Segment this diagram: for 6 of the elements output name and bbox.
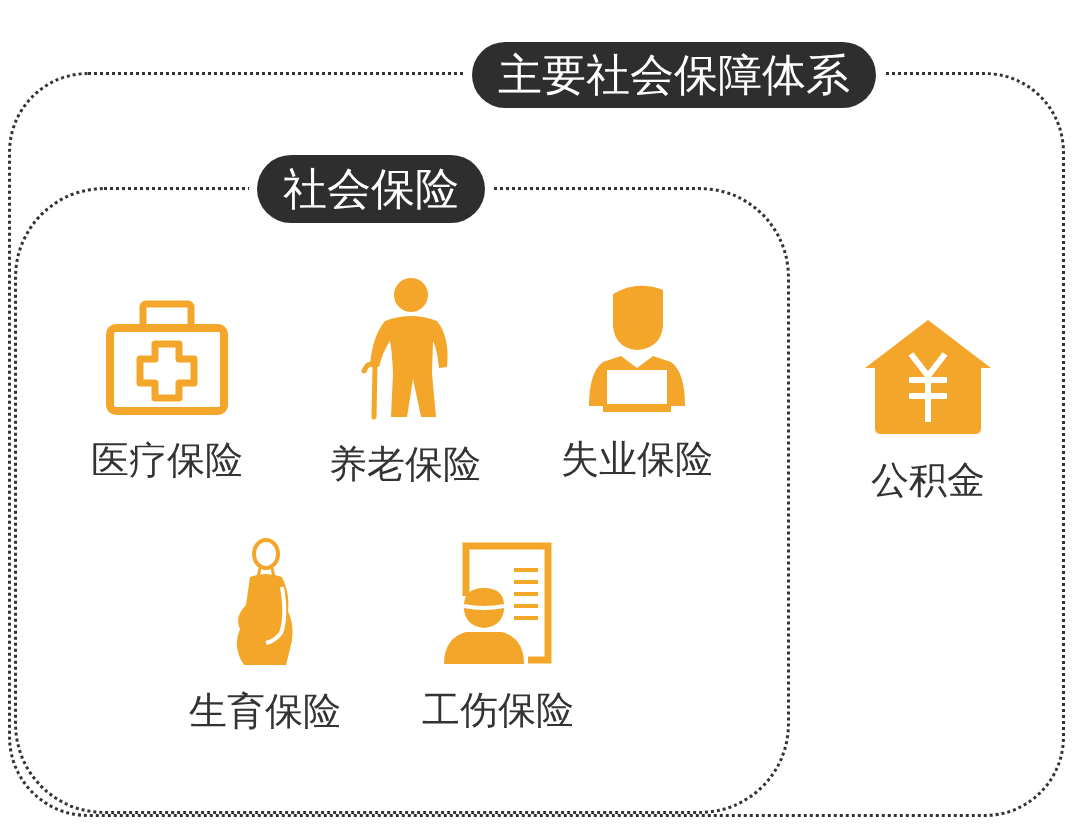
item-label: 公积金: [871, 458, 985, 503]
item-label: 工伤保险: [422, 688, 574, 733]
item-label: 养老保险: [329, 442, 481, 487]
item-label: 生育保险: [189, 689, 341, 734]
item-label: 失业保险: [561, 437, 713, 482]
item-label: 医疗保险: [91, 438, 243, 483]
